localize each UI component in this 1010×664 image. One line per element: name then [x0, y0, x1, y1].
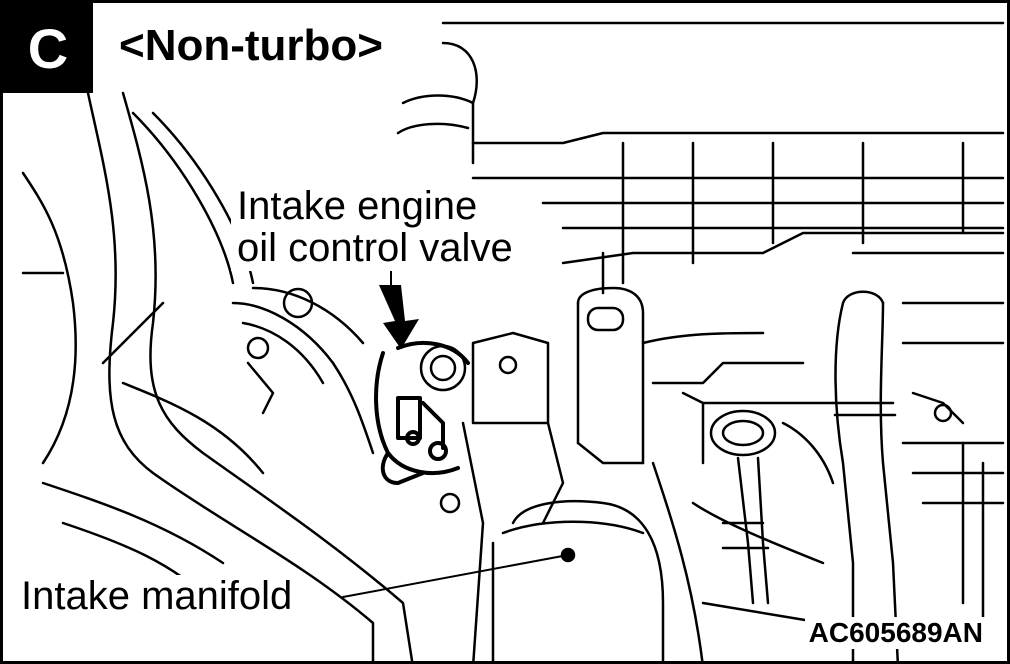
callout-valve-line2: oil control valve: [237, 226, 513, 270]
pointer-arrow-icon: [379, 285, 419, 349]
manifold-leader-line: [342, 554, 569, 598]
oil-control-valve: [374, 341, 470, 485]
engine-line-drawing: [21, 21, 1005, 661]
intake-bracket: [461, 286, 805, 661]
right-hose: [831, 290, 965, 661]
upper-cover-lines: [396, 21, 1005, 295]
intake-manifold-runner: [491, 461, 704, 661]
dipstick: [709, 409, 777, 605]
callout-intake-manifold: Intake manifold: [15, 575, 299, 617]
engine-block-lines: [681, 301, 1005, 625]
figure-code: AC605689AN: [804, 617, 987, 649]
callout-oil-control-valve: Intake engine oil control valve: [231, 183, 519, 271]
valve-hose: [231, 286, 375, 455]
variant-label: <Non-turbo>: [115, 22, 387, 70]
valve-plug: [419, 344, 467, 514]
callout-valve-line1: Intake engine: [237, 184, 478, 228]
section-badge: C: [3, 3, 93, 93]
